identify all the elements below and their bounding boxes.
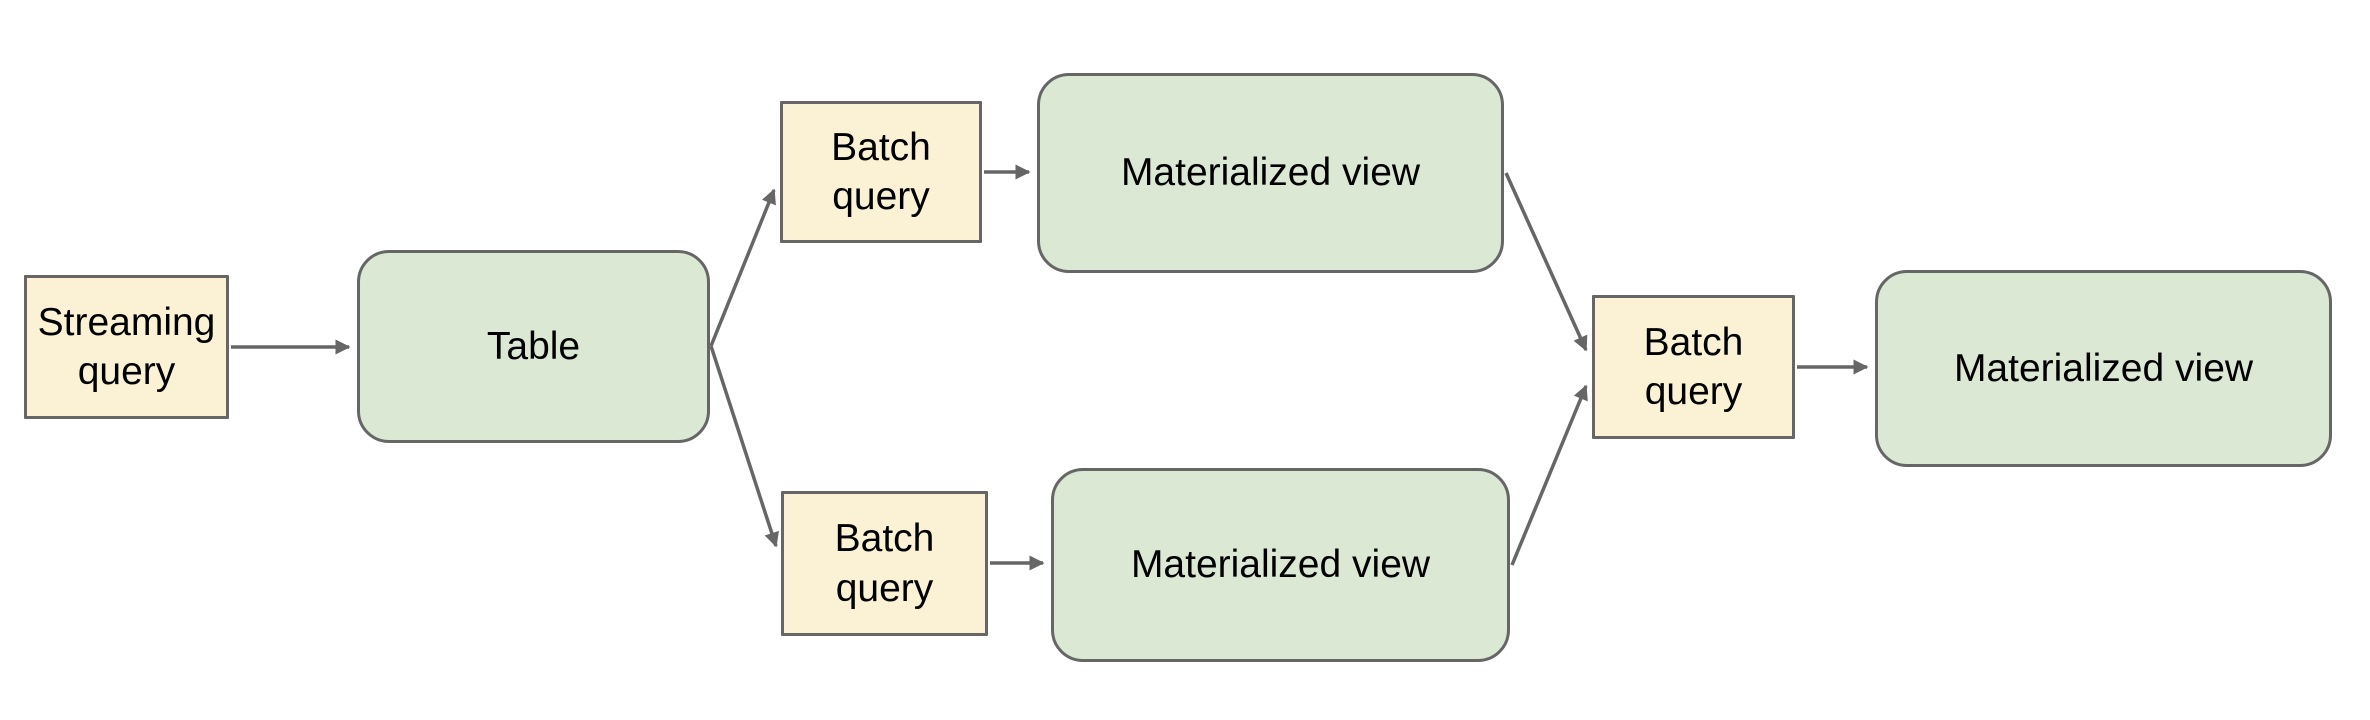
node-table: Table — [357, 250, 710, 443]
node-materialized-view-bottom: Materialized view — [1051, 468, 1510, 662]
node-batch-query-right: Batch query — [1592, 295, 1795, 439]
node-materialized-view-top: Materialized view — [1037, 73, 1504, 273]
node-materialized-view-right: Materialized view — [1875, 270, 2332, 467]
edge-table-to-batch-query-top — [709, 188, 776, 347]
edge-mv-top-to-batch-query-right — [1504, 172, 1588, 352]
node-streaming-query: Streaming query — [24, 275, 229, 419]
node-batch-query-bottom: Batch query — [781, 491, 988, 636]
node-batch-query-top: Batch query — [780, 101, 982, 243]
edge-mv-bottom-to-batch-query-right — [1510, 384, 1588, 566]
edge-table-to-batch-query-bottom — [709, 345, 779, 548]
